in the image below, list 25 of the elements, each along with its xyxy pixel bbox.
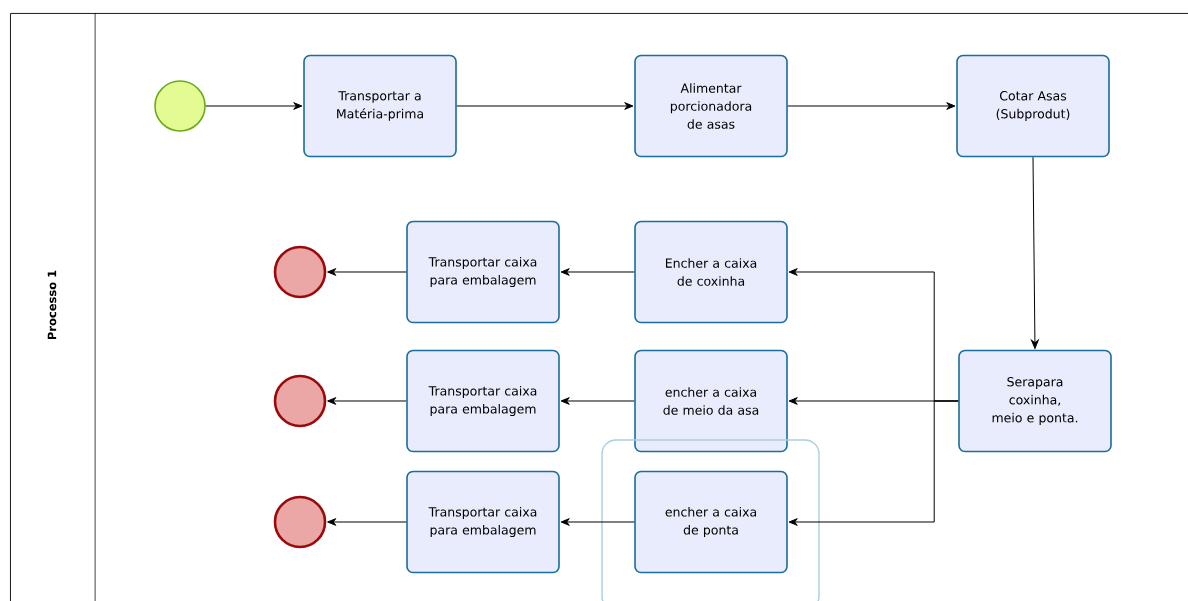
task-box: Cotar Asas (Subprodut) bbox=[956, 54, 1110, 158]
arrow bbox=[327, 268, 407, 276]
arrow bbox=[327, 397, 407, 405]
task-box: Transportar a Matéria-prima bbox=[303, 54, 457, 158]
start-event-circle bbox=[154, 80, 206, 132]
task-box: encher a caixa de meio da asa bbox=[634, 349, 788, 453]
task-box: Encher a caixa de coxinha bbox=[634, 220, 788, 324]
arrow bbox=[560, 268, 635, 276]
arrow bbox=[788, 400, 959, 526]
arrow bbox=[205, 102, 303, 110]
end-event-circle bbox=[273, 245, 327, 299]
task-box: Transportar caixa para embalagem bbox=[406, 349, 560, 453]
task-box: encher a caixa de ponta bbox=[634, 470, 788, 574]
arrow bbox=[1031, 156, 1039, 349]
task-box: Transportar caixa para embalagem bbox=[406, 220, 560, 324]
task-box: Serapara coxinha, meio e ponta. bbox=[958, 349, 1112, 453]
arrow bbox=[787, 102, 956, 110]
end-event-circle bbox=[273, 374, 327, 428]
arrow bbox=[327, 518, 407, 526]
task-box: Transportar caixa para embalagem bbox=[406, 470, 560, 574]
arrow bbox=[560, 397, 635, 405]
task-box: Alimentar porcionadora de asas bbox=[634, 54, 788, 158]
arrow bbox=[456, 102, 634, 110]
arrow bbox=[560, 518, 635, 526]
end-event-circle bbox=[273, 495, 327, 549]
